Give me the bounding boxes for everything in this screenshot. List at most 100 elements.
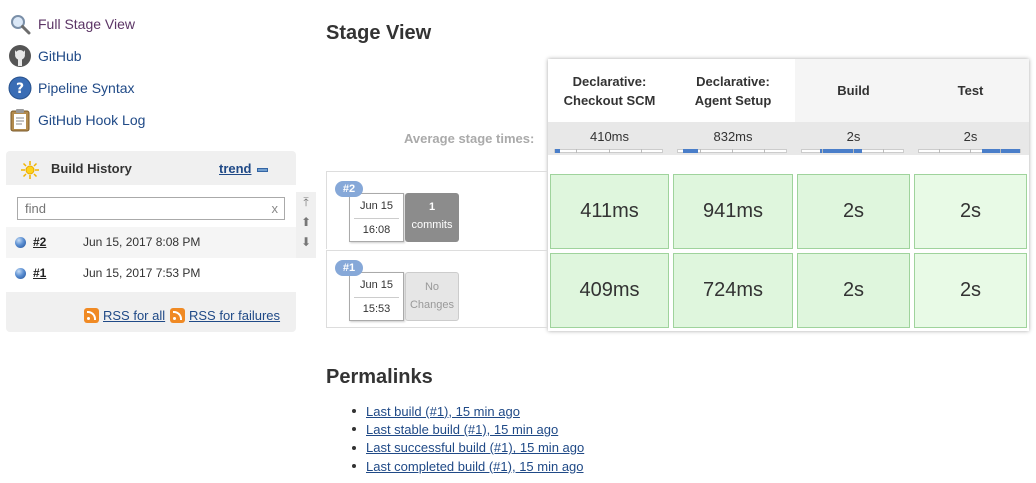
- rss-all-link[interactable]: RSS for all: [103, 308, 166, 323]
- stage-cell[interactable]: 2s: [797, 174, 910, 249]
- stage-name: Test: [957, 83, 984, 98]
- bullet: [352, 445, 356, 450]
- bar-tick: [853, 149, 854, 153]
- task-label[interactable]: Pipeline Syntax: [38, 80, 135, 96]
- task-label[interactable]: GitHub: [38, 48, 82, 64]
- build-date-link[interactable]: Jun 15, 2017 7:53 PM: [83, 266, 201, 280]
- permalink-link[interactable]: Last completed build (#1), 15 min ago: [366, 458, 584, 474]
- bar-tick: [883, 149, 884, 153]
- build-row[interactable]: #1 Jun 15, 2017 7:53 PM: [6, 258, 296, 289]
- collapse-icon[interactable]: [257, 168, 268, 172]
- svg-text:?: ?: [16, 81, 24, 97]
- stage-name: Checkout SCM: [563, 92, 656, 108]
- changes-box[interactable]: No Changes: [405, 272, 459, 321]
- stage-name: Agent Setup: [694, 92, 772, 108]
- build-row[interactable]: #2 Jun 15, 2017 8:08 PM: [6, 227, 296, 258]
- permalinks-title: Permalinks: [326, 366, 433, 388]
- clear-search-icon[interactable]: x: [271, 201, 279, 216]
- page-up-icon[interactable]: ⬆: [300, 215, 312, 229]
- run-time: 15:53: [362, 303, 391, 315]
- build-history-header: Build History trend: [6, 151, 296, 185]
- bar-tick: [641, 149, 642, 153]
- divider: [354, 218, 399, 219]
- stage-cell[interactable]: 411ms: [550, 174, 669, 249]
- run-date-box[interactable]: Jun 15 15:53: [349, 272, 404, 321]
- permalink-link[interactable]: Last stable build (#1), 15 min ago: [366, 421, 559, 437]
- find-input[interactable]: [23, 198, 263, 218]
- bar-tick: [576, 149, 577, 153]
- stage-cell[interactable]: 2s: [914, 253, 1027, 328]
- magnifier-icon: [8, 12, 32, 36]
- status-ball-icon: [15, 237, 26, 248]
- bar-tick: [822, 149, 823, 153]
- stage-view-title: Stage View: [326, 22, 432, 44]
- build-date-link[interactable]: Jun 15, 2017 8:08 PM: [83, 235, 201, 249]
- permalink-link[interactable]: Last build (#1), 15 min ago: [366, 403, 520, 419]
- trend-link[interactable]: trend: [219, 161, 252, 176]
- find-box: x: [17, 197, 285, 220]
- average-time-bar: [918, 149, 1021, 153]
- stage-view-table: Declarative:Checkout SCM Declarative:Age…: [548, 59, 1029, 331]
- rss-failures[interactable]: RSS for failures: [170, 308, 280, 323]
- stage-header: Test: [912, 59, 1029, 122]
- permalink-link[interactable]: Last successful build (#1), 15 min ago: [366, 440, 585, 456]
- bar-tick: [1000, 149, 1001, 153]
- stage-name: Declarative:: [696, 73, 770, 89]
- stage-cell[interactable]: 724ms: [673, 253, 793, 328]
- changes-box[interactable]: 1 commits: [405, 193, 459, 242]
- average-time-bar-fill: [820, 149, 862, 153]
- stage-average: 2s: [912, 122, 1029, 155]
- run-date: Jun 15: [359, 279, 394, 291]
- run-row: Jun 15 16:08 1 commits #2: [326, 171, 548, 249]
- stage-average-time: 410ms: [589, 129, 630, 144]
- rss-icon: [170, 308, 185, 323]
- average-stage-times-label: Average stage times:: [404, 131, 535, 146]
- run-badge[interactable]: #2: [335, 181, 363, 197]
- stage-average-time: 2s: [846, 129, 861, 144]
- stage-cell[interactable]: 2s: [797, 253, 910, 328]
- task-full-stage-view[interactable]: Full Stage View: [8, 8, 145, 40]
- task-label[interactable]: Full Stage View: [38, 16, 136, 32]
- bar-tick: [970, 149, 971, 153]
- stage-average-time: 832ms: [713, 129, 753, 144]
- build-number-link[interactable]: #2: [33, 235, 47, 249]
- run-row: Jun 15 15:53 No Changes #1: [326, 250, 548, 328]
- permalink-item: Last successful build (#1), 15 min ago: [352, 439, 584, 457]
- build-history-body: x #2 Jun 15, 2017 8:08 PM #1 Jun 15, 201…: [6, 185, 296, 292]
- stage-cell[interactable]: 941ms: [673, 174, 793, 249]
- average-time-bar: [677, 149, 787, 153]
- page-down-icon[interactable]: ⬇: [300, 235, 312, 249]
- run-date-box[interactable]: Jun 15 16:08: [349, 193, 404, 242]
- rss-failures-link[interactable]: RSS for failures: [189, 308, 281, 323]
- build-number-link[interactable]: #1: [33, 266, 47, 280]
- run-badge[interactable]: #1: [335, 260, 363, 276]
- permalink-item: Last build (#1), 15 min ago: [352, 402, 584, 420]
- stage-cell[interactable]: 2s: [914, 174, 1027, 249]
- page-top-icon[interactable]: ⤒: [303, 195, 309, 209]
- permalink-item: Last completed build (#1), 15 min ago: [352, 457, 584, 475]
- run-time: 16:08: [362, 224, 391, 236]
- help-icon: ?: [8, 76, 32, 100]
- bar-tick: [764, 149, 765, 153]
- task-github[interactable]: GitHub: [8, 40, 145, 72]
- permalinks-list: Last build (#1), 15 min ago Last stable …: [352, 402, 584, 475]
- stage-average: 410ms: [548, 122, 671, 155]
- changes-count: 1: [428, 201, 436, 213]
- github-icon: [8, 44, 32, 68]
- task-github-hook-log[interactable]: GitHub Hook Log: [8, 104, 145, 136]
- stage-cell[interactable]: 409ms: [550, 253, 669, 328]
- stage-name: Build: [837, 83, 870, 98]
- bar-tick: [732, 149, 733, 153]
- task-label[interactable]: GitHub Hook Log: [38, 112, 146, 128]
- changes-count: No: [424, 281, 440, 293]
- stage-header: Build: [795, 59, 912, 122]
- rss-all[interactable]: RSS for all: [84, 308, 165, 323]
- average-time-bar-fill: [982, 149, 1020, 153]
- bullet: [352, 409, 356, 414]
- average-time-bar-fill: [555, 149, 560, 153]
- permalink-item: Last stable build (#1), 15 min ago: [352, 420, 584, 438]
- run-date: Jun 15: [359, 200, 394, 212]
- bar-tick: [700, 149, 701, 153]
- task-pipeline-syntax[interactable]: ? Pipeline Syntax: [8, 72, 145, 104]
- divider: [354, 297, 399, 298]
